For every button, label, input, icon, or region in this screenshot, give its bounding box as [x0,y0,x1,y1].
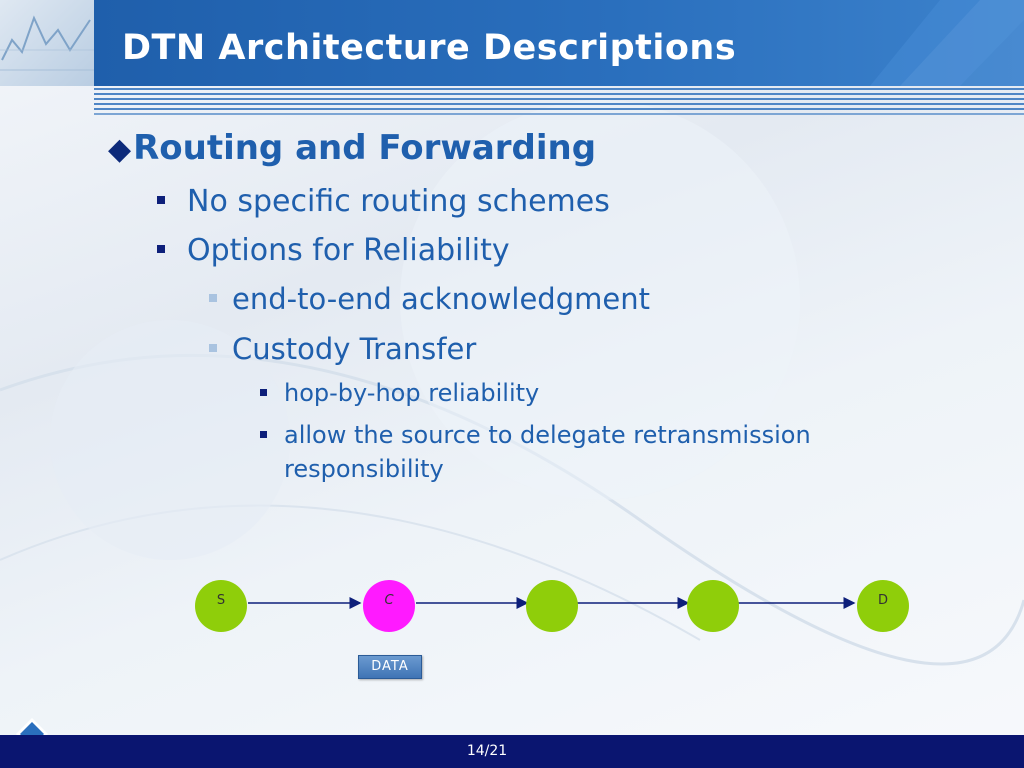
bullet-level4: hop-by-hop reliability [260,376,940,410]
bullet-level2: Options for Reliability [157,233,510,268]
square-bullet-icon [209,344,217,352]
network-node-label: D [878,593,888,608]
square-bullet-icon [260,431,267,438]
network-node-label: S [217,593,225,608]
network-node [687,580,739,632]
bullet-level4: allow the source to delegate retransmiss… [260,418,940,486]
bullet-text: Custody Transfer [232,332,477,366]
header-rule-lines [94,88,1024,118]
network-node [526,580,578,632]
slide-header: DTN Architecture Descriptions [0,0,1024,86]
header-thumbnail-image [0,0,94,86]
network-node [363,580,415,632]
bullet-text: hop-by-hop reliability [284,379,540,407]
bullet-text: allow the source to delegate retransmiss… [284,421,811,483]
square-bullet-icon [157,244,165,253]
bullet-level2: No specific routing schemes [157,184,610,219]
network-node-label: C [384,593,394,608]
bullet-level3: Custody Transfer [209,332,476,366]
square-bullet-icon [260,389,267,396]
bullet-text: end-to-end acknowledgment [232,282,650,316]
square-bullet-icon [209,294,217,302]
network-node [195,580,247,632]
bullet-text: Options for Reliability [187,233,510,268]
section-heading: ◆Routing and Forwarding [108,128,596,168]
slide-footer: 14/21 [0,735,1024,768]
header-decoration [870,0,1024,86]
square-bullet-icon [157,195,165,204]
bullet-level3: end-to-end acknowledgment [209,282,650,316]
section-heading-text: Routing and Forwarding [133,128,597,168]
diamond-bullet-icon: ◆ [108,132,132,167]
data-packet: DATA [358,655,422,679]
slide-title: DTN Architecture Descriptions [122,28,737,68]
page-number: 14/21 [466,743,508,759]
network-node [857,580,909,632]
bullet-text: No specific routing schemes [187,184,610,219]
